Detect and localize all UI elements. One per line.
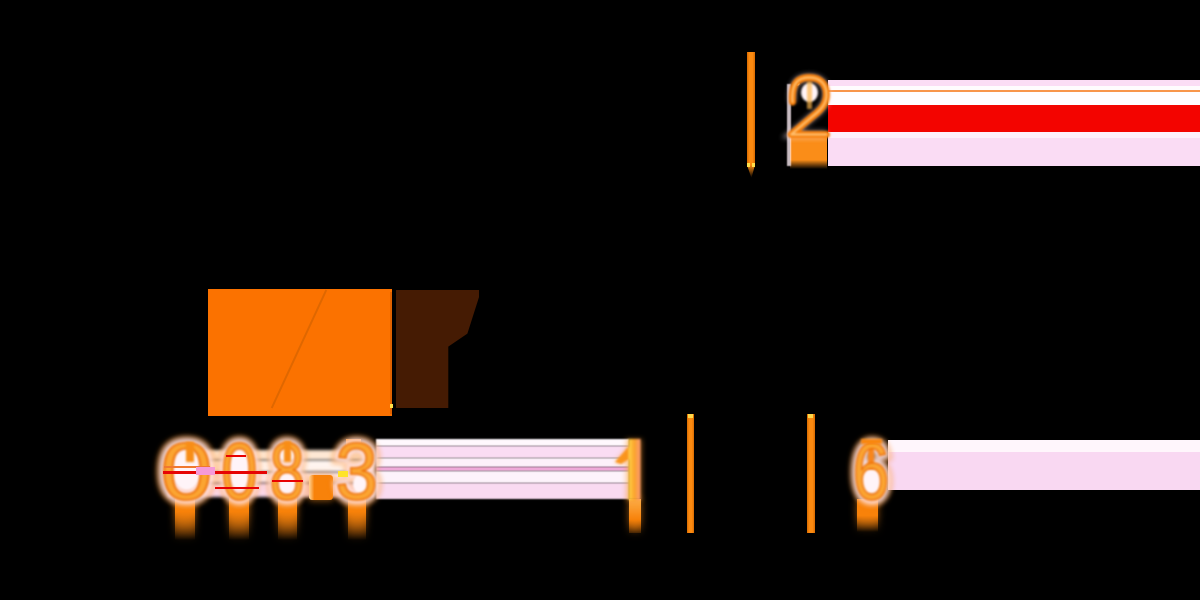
svg-text:8: 8	[269, 427, 304, 517]
svg-text:3: 3	[335, 425, 378, 516]
svg-text:3: 3	[335, 425, 378, 516]
svg-text:3: 3	[335, 425, 378, 516]
svg-text:0: 0	[221, 425, 257, 516]
svg-text:8: 8	[269, 427, 304, 517]
svg-text:8: 8	[269, 427, 304, 517]
